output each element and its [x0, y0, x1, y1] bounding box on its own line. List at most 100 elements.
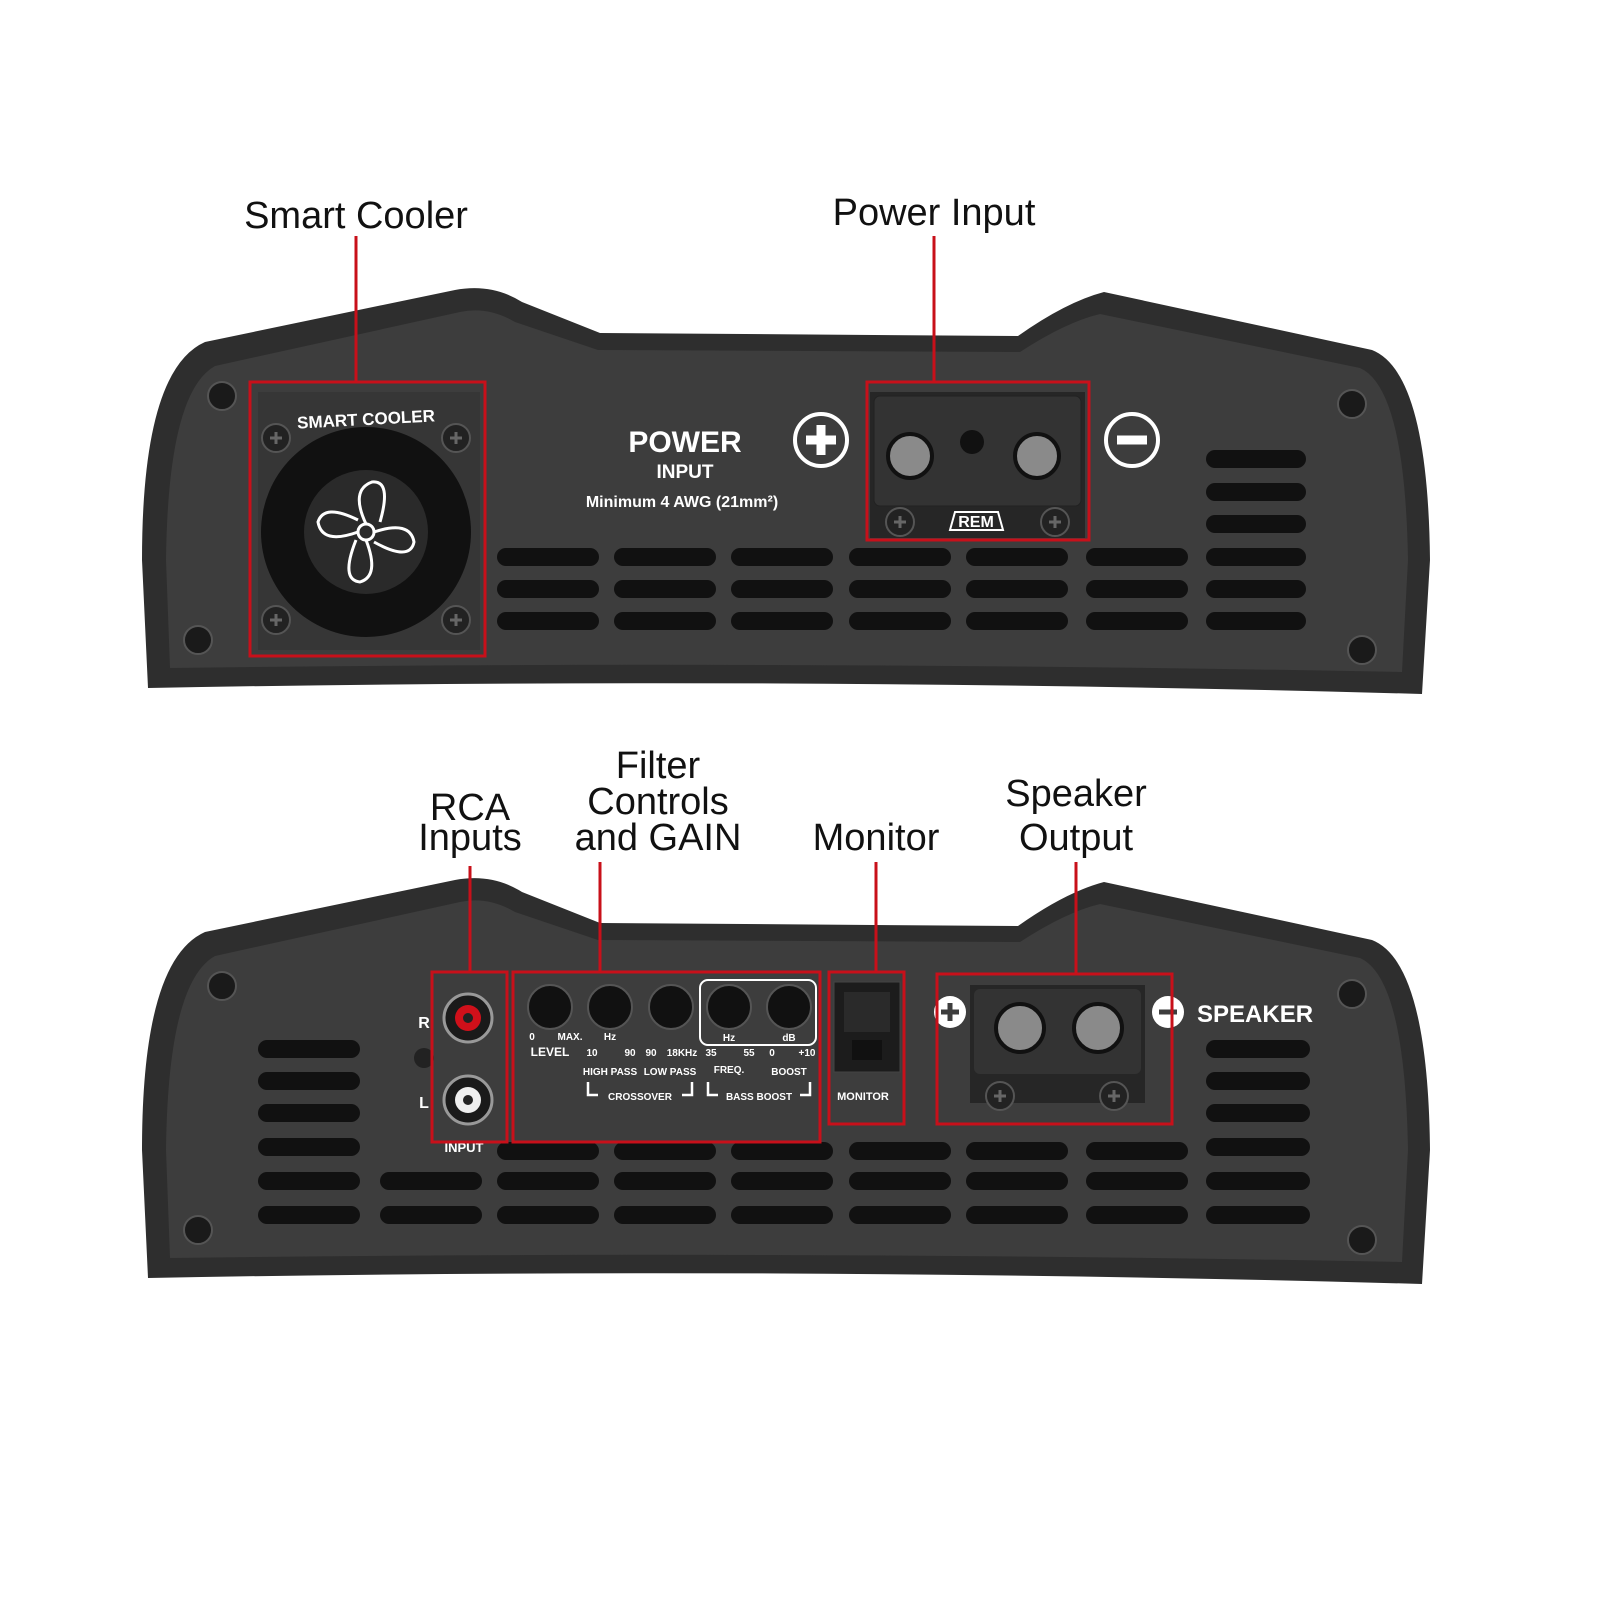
monitor-port: MONITOR — [833, 981, 901, 1103]
smart-cooler-fan: SMART COOLER — [258, 392, 480, 650]
vent-slot — [1206, 450, 1306, 468]
vent-slot — [849, 612, 951, 630]
speaker-terminal-block: SPEAKER — [934, 985, 1313, 1112]
vent-slot — [731, 612, 833, 630]
filter-controls-highlight — [511, 970, 822, 1144]
vent-slot — [1086, 580, 1188, 598]
vent-slot — [731, 1142, 833, 1160]
amplifier-top-view: SMART COOLER POWER INPUT Minimum 4 AWG (… — [141, 192, 1431, 695]
vent-slot — [1086, 548, 1188, 566]
vent-slot — [731, 1206, 833, 1224]
vent-slot — [258, 1040, 360, 1058]
vent-slot — [1206, 1040, 1310, 1058]
vent-slot — [1206, 580, 1306, 598]
level-max: MAX. — [558, 1032, 583, 1043]
boost-unit: dB — [782, 1033, 795, 1044]
callout-speaker-line1: Speaker — [1005, 773, 1147, 815]
vent-slot — [497, 612, 599, 630]
vent-slot — [380, 1206, 482, 1224]
vent-slot — [1206, 483, 1306, 501]
vent-slot — [258, 1206, 360, 1224]
vent-slot — [966, 580, 1068, 598]
vent-slot — [966, 612, 1068, 630]
vent-slot — [966, 1142, 1068, 1160]
filter-controls: 0 MAX. LEVEL Hz 10 90 HIGH PASS 90 18KHz… — [527, 979, 817, 1103]
callout-filter-line3: and GAIN — [575, 817, 742, 859]
vents-bottom — [258, 1040, 1310, 1224]
callout-power-input: Power Input — [833, 192, 1036, 234]
vent-slot — [849, 548, 951, 566]
vent-slot — [849, 580, 951, 598]
minus-circle-icon — [1152, 996, 1184, 1028]
vent-slot — [731, 580, 833, 598]
level-knob[interactable] — [527, 984, 573, 1030]
vent-slot — [849, 1172, 951, 1190]
high-pass-max: 90 — [624, 1048, 636, 1059]
vent-slot — [1206, 1138, 1310, 1156]
vent-slot — [614, 1206, 716, 1224]
rca-inputs: R L INPUT — [414, 975, 504, 1155]
monitor-label: MONITOR — [837, 1091, 889, 1103]
speaker-label: SPEAKER — [1197, 1001, 1313, 1028]
vent-slot — [497, 1206, 599, 1224]
monitor-highlight — [827, 970, 906, 1126]
vent-slot — [966, 548, 1068, 566]
power-input-highlight — [865, 380, 1091, 542]
low-pass-label: LOW PASS — [644, 1067, 697, 1078]
vent-slot — [1086, 1206, 1188, 1224]
vent-slot — [1206, 515, 1306, 533]
low-pass-knob[interactable] — [648, 984, 694, 1030]
high-pass-min: 10 — [586, 1048, 598, 1059]
power-terminal-block: REM — [870, 392, 1085, 538]
vent-slot — [1206, 1172, 1310, 1190]
vent-slot — [731, 548, 833, 566]
callout-smart-cooler: Smart Cooler — [244, 195, 468, 237]
vents-top — [497, 450, 1306, 630]
vent-slot — [614, 548, 716, 566]
vent-slot — [1086, 1172, 1188, 1190]
vent-slot — [497, 580, 599, 598]
amplifier-bottom-view: R L INPUT 0 MAX. LEVEL Hz 10 90 HIGH PAS… — [141, 745, 1431, 1285]
power-subtitle: INPUT — [657, 462, 714, 483]
vent-slot — [614, 612, 716, 630]
boost-knob[interactable] — [766, 984, 812, 1030]
callout-filter-line1: Filter — [616, 745, 701, 787]
vent-slot — [614, 1172, 716, 1190]
rca-l-label: L — [419, 1095, 429, 1112]
vent-slot — [966, 1206, 1068, 1224]
vent-slot — [731, 1172, 833, 1190]
speaker-output-highlight — [935, 972, 1174, 1126]
low-pass-min: 90 — [645, 1048, 657, 1059]
level-min: 0 — [529, 1032, 535, 1043]
vent-slot — [849, 1206, 951, 1224]
vent-slot — [1206, 612, 1306, 630]
plus-circle-icon — [793, 412, 849, 468]
vent-slot — [1206, 548, 1306, 566]
high-pass-knob[interactable] — [587, 984, 633, 1030]
vent-slot — [497, 1172, 599, 1190]
callout-filter-line2: Controls — [587, 781, 729, 823]
vent-slot — [1206, 1072, 1310, 1090]
vent-slot — [966, 1172, 1068, 1190]
vent-slot — [614, 1142, 716, 1160]
rem-label: REM — [958, 514, 994, 531]
vent-slot — [258, 1104, 360, 1122]
vent-slot — [258, 1172, 360, 1190]
vent-slot — [380, 1172, 482, 1190]
callout-rca-line1: RCA — [430, 787, 511, 829]
vent-slot — [1206, 1206, 1310, 1224]
callout-monitor: Monitor — [813, 817, 940, 859]
plus-circle-icon — [934, 996, 966, 1028]
freq-knob[interactable] — [706, 984, 752, 1030]
boost-min: 0 — [769, 1048, 775, 1059]
vent-slot — [258, 1138, 360, 1156]
boost-max: +10 — [799, 1048, 816, 1059]
freq-min: 35 — [705, 1048, 717, 1059]
vent-slot — [497, 1142, 599, 1160]
high-pass-label: HIGH PASS — [583, 1067, 638, 1078]
freq-unit: Hz — [723, 1033, 735, 1044]
freq-label: FREQ. — [714, 1065, 745, 1076]
power-title: POWER — [628, 426, 742, 459]
level-label: LEVEL — [531, 1045, 570, 1059]
